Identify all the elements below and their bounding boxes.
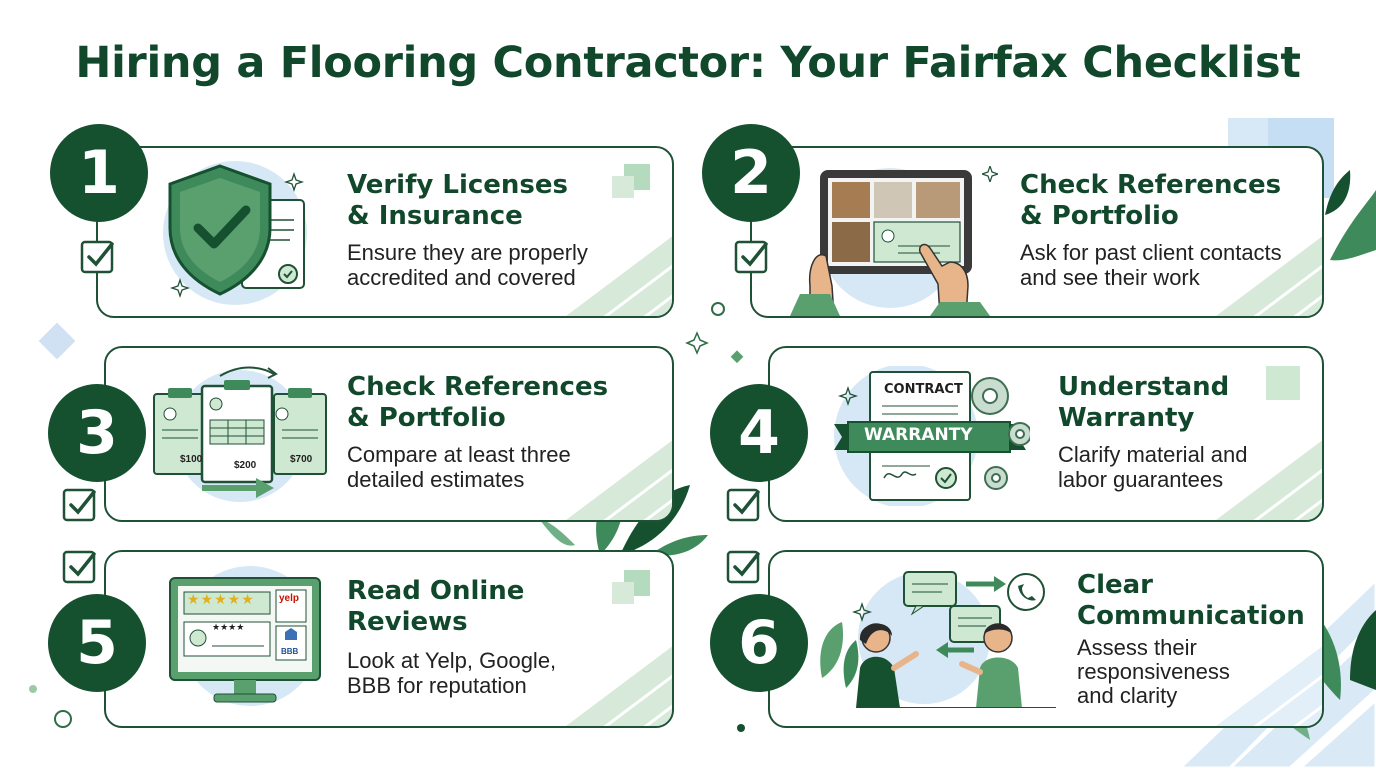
step-title: Check References & Portfolio [1020, 170, 1282, 231]
warranty-label: WARRANTY [864, 425, 973, 445]
checkbox-icon [726, 550, 760, 584]
step-number-4: 4 [710, 384, 808, 482]
conversation-icon [820, 571, 1056, 708]
price-label: $200 [234, 460, 257, 471]
four-star-rating: ★★★★ [212, 623, 245, 633]
checkbox-icon [734, 240, 768, 274]
step-number-5: 5 [48, 594, 146, 692]
step-number-6: 6 [710, 594, 808, 692]
step-title: Understand Warranty [1058, 372, 1230, 433]
checkbox-icon [62, 550, 96, 584]
step-title: Read Online Reviews [347, 576, 525, 637]
page-title: Hiring a Flooring Contractor: Your Fairf… [75, 38, 1301, 88]
step-description: Assess their responsiveness and clarity [1077, 635, 1230, 708]
checkbox-icon [80, 240, 114, 274]
step-title: Verify Licenses & Insurance [347, 170, 568, 231]
warranty-contract-icon: CONTRACT WARRANTY [830, 366, 1030, 506]
checkbox-icon [726, 488, 760, 522]
contract-label: CONTRACT [884, 382, 963, 397]
tile-stripes [566, 440, 672, 520]
tile-stripes [1216, 440, 1322, 520]
tablet-portfolio-icon [790, 168, 990, 316]
checkbox-icon [62, 488, 96, 522]
monitor-reviews-icon: ★★★★★ ★★★★ yelp BBB [160, 566, 326, 712]
tile-stripes [566, 646, 672, 726]
accent-squares [612, 164, 650, 198]
price-label: $700 [290, 454, 313, 465]
estimates-clipboards-icon: $100 $200 $700 [150, 364, 330, 504]
step-number-2: 2 [702, 124, 800, 222]
step-description: Ensure they are properly accredited and … [347, 240, 588, 290]
tile-stripes [1216, 646, 1322, 726]
tile-stripes [566, 236, 672, 316]
accent-square [1266, 366, 1300, 400]
step-number-3: 3 [48, 384, 146, 482]
step-description: Clarify material and labor guarantees [1058, 442, 1248, 492]
price-label: $100 [180, 454, 203, 465]
five-star-rating: ★★★★★ [187, 592, 255, 608]
step-title: Clear Communication [1077, 570, 1305, 631]
tile-stripes [1216, 236, 1322, 316]
bbb-logo: BBB [281, 647, 299, 656]
sparkle-icon [982, 166, 998, 182]
step-number-1: 1 [50, 124, 148, 222]
accent-squares [612, 570, 650, 604]
step-title: Check References & Portfolio [347, 372, 609, 433]
step-description: Ask for past client contacts and see the… [1020, 240, 1282, 290]
yelp-logo: yelp [279, 593, 300, 604]
step-description: Look at Yelp, Google, BBB for reputation [347, 648, 557, 698]
step-description: Compare at least three detailed estimate… [347, 442, 571, 492]
shield-check-icon [163, 161, 307, 305]
